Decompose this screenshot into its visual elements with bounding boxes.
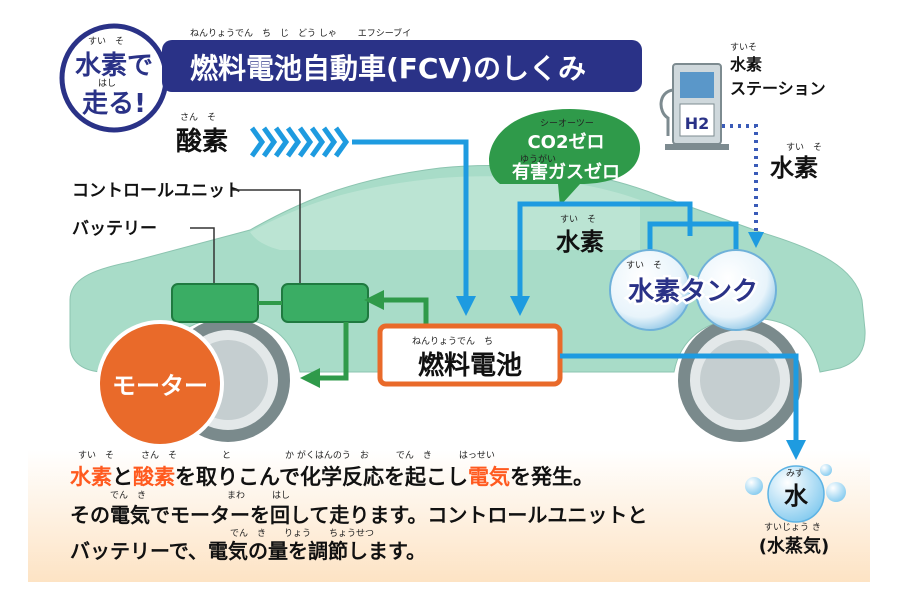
desc-line3: バッテリーで、電気の量を調節します。 bbox=[70, 539, 426, 563]
badge-line2: 走る! bbox=[82, 89, 146, 119]
fuel-cell-box: ねんりょうでん ち 燃料電池 bbox=[377, 323, 563, 387]
co2-ruby: シーオーツー bbox=[540, 118, 594, 129]
station-to-tank-line bbox=[722, 124, 764, 248]
oxygen-chevrons bbox=[249, 126, 350, 158]
battery-box bbox=[171, 283, 259, 323]
oxygen-ruby: さん そ bbox=[180, 112, 216, 123]
hydrogen-right-ruby: すい そ bbox=[786, 142, 822, 153]
control-unit-leader bbox=[232, 189, 301, 284]
water-bubble: みず 水 bbox=[745, 464, 846, 523]
steam-label: (水蒸気) bbox=[759, 535, 829, 557]
title-ruby: ねんりょうでん ち じ どう しゃ エフシーブイ bbox=[190, 27, 411, 39]
desc-generate: を発生。 bbox=[510, 465, 594, 489]
hydrogen-right-label: 水素 bbox=[770, 154, 818, 182]
battery-leader bbox=[190, 227, 215, 284]
station-sign: H2 bbox=[685, 114, 710, 133]
bottom-band bbox=[28, 450, 870, 582]
harmful-gas-zero-label: 有害ガスゼロ bbox=[512, 161, 620, 183]
motor-circle: モーター bbox=[96, 320, 224, 448]
desc-hydrogen: 水素 bbox=[70, 465, 112, 489]
desc-line2: その電気でモーターを回して走ります。コントロールユニットと bbox=[70, 503, 647, 527]
fuelcell-to-water-line bbox=[560, 353, 806, 460]
co2-zero-label: CO2ゼロ bbox=[527, 131, 604, 153]
desc-reaction: を取りこんで化学反応を起こし bbox=[175, 465, 468, 489]
badge-line1: 水素で bbox=[75, 51, 153, 81]
control-unit-label: コントロールユニット bbox=[72, 181, 242, 201]
front-wheel bbox=[678, 318, 802, 442]
oxygen-to-fuelcell-line bbox=[352, 139, 476, 316]
desc-electricity: 電気 bbox=[468, 465, 510, 489]
fuelcell-to-control-arrow bbox=[364, 290, 429, 326]
badge-ruby1: すい そ bbox=[88, 36, 124, 47]
hydrogen-in-ruby: すい そ bbox=[560, 214, 596, 225]
tank-label: 水素タンク bbox=[628, 277, 758, 307]
desc-line3-ruby: でん き りょう ちょうせつ bbox=[230, 528, 374, 539]
water-label: 水 bbox=[784, 482, 809, 510]
car-window bbox=[250, 176, 640, 250]
harmful-ruby: ゆうがい bbox=[520, 153, 556, 165]
water-ruby: みず bbox=[786, 468, 804, 479]
desc-to: と bbox=[112, 465, 133, 489]
fuel-cell-label: 燃料電池 bbox=[418, 351, 522, 381]
badge-ruby2: はし bbox=[98, 78, 116, 89]
co2-bubble: シーオーツー CO2ゼロ ゆうがい 有害ガスゼロ bbox=[489, 109, 641, 206]
station-label1: 水素 bbox=[730, 55, 762, 74]
title-bar: ねんりょうでん ち じ どう しゃ エフシーブイ 燃料電池自動車(FCV)のしく… bbox=[162, 27, 642, 92]
desc-oxygen: 酸素 bbox=[133, 465, 175, 489]
control-to-motor-arrow bbox=[300, 322, 349, 388]
tank-to-fuelcell-line bbox=[510, 201, 693, 316]
motor-label: モーター bbox=[112, 372, 208, 400]
control-unit-box bbox=[281, 283, 369, 323]
oxygen-label: 酸素 bbox=[176, 127, 228, 157]
badge: すい そ 水素で はし 走る! bbox=[59, 23, 169, 133]
station-label2: ステーション bbox=[730, 79, 826, 98]
tank-top-line bbox=[647, 221, 739, 256]
battery-label: バッテリー bbox=[72, 219, 157, 239]
hydrogen-tank: すい そ 水素タンク bbox=[609, 249, 777, 331]
desc-line1: 水素と酸素を取りこんで化学反応を起こし電気を発生。 bbox=[70, 465, 594, 489]
fuel-cell-ruby: ねんりょうでん ち bbox=[412, 336, 493, 347]
hydrogen-in-label: 水素 bbox=[556, 228, 604, 256]
page-title: 燃料電池自動車(FCV)のしくみ bbox=[190, 52, 586, 85]
steam-ruby: すいじょう き bbox=[764, 522, 821, 533]
desc-line2-ruby: でん き まわ はし bbox=[110, 490, 290, 501]
desc-line1-ruby: すい そ さん そ と か がくはんのう お でん き はっせい bbox=[78, 449, 495, 461]
hydrogen-station-icon: H2 bbox=[659, 63, 729, 150]
description: すい そ さん そ と か がくはんのう お でん き はっせい 水素と酸素を取… bbox=[70, 449, 647, 563]
tank-ruby: すい そ bbox=[626, 260, 662, 271]
station-ruby: すいそ bbox=[730, 42, 757, 53]
